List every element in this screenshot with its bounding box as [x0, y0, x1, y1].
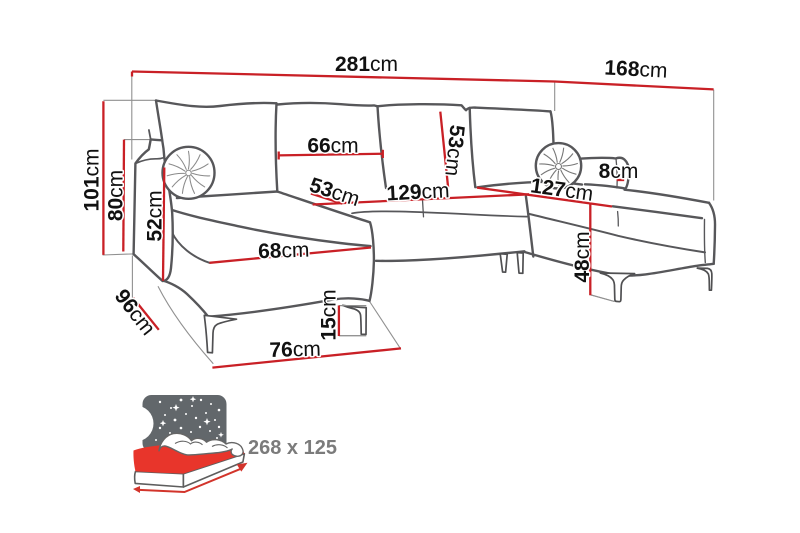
svg-text:15cm: 15cm — [318, 289, 341, 340]
svg-text:96cm: 96cm — [110, 285, 160, 340]
svg-text:76cm: 76cm — [269, 338, 321, 362]
svg-text:68cm: 68cm — [258, 239, 310, 264]
svg-text:101cm: 101cm — [81, 148, 104, 211]
svg-text:53cm: 53cm — [440, 124, 468, 177]
svg-text:268 x 125: 268 x 125 — [248, 437, 337, 459]
svg-text:66cm: 66cm — [307, 135, 358, 158]
svg-text:168cm: 168cm — [604, 56, 668, 82]
svg-text:80cm: 80cm — [105, 170, 128, 221]
svg-text:8cm: 8cm — [599, 160, 639, 183]
svg-text:52cm: 52cm — [144, 190, 167, 241]
svg-text:129cm: 129cm — [386, 179, 450, 205]
svg-text:48cm: 48cm — [571, 231, 594, 282]
svg-text:281cm: 281cm — [335, 53, 398, 76]
